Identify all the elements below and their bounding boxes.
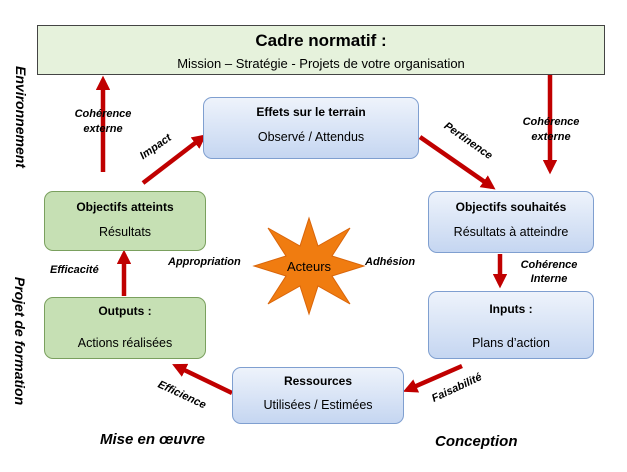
objectifs-atteints-title: Objectifs atteints <box>76 200 174 214</box>
coherence-interne-line2: Interne <box>530 273 568 285</box>
objectifs-atteints-box: Objectifs atteints Résultats <box>44 191 206 251</box>
arrow-faisabilite <box>403 363 463 393</box>
ressources-title: Ressources <box>283 374 353 388</box>
ressources-sub: Utilisées / Estimées <box>263 398 373 412</box>
conception-label: Conception <box>435 433 518 450</box>
coherence-externe-left-line2: externe <box>83 123 123 135</box>
objectifs-souhaites-box: Objectifs souhaités Résultats à atteindr… <box>428 191 594 253</box>
objectifs-souhaites-title: Objectifs souhaités <box>455 200 567 214</box>
cadre-normatif-subtitle: Mission – Stratégie - Projets de votre o… <box>177 56 465 71</box>
arrow-efficience <box>172 363 233 396</box>
outputs-box: Outputs : Actions réalisées <box>44 297 206 359</box>
ressources-box: Ressources Utilisées / Estimées <box>232 367 404 424</box>
arrow-impact <box>141 134 207 185</box>
projet-formation-label: Projet de formation <box>12 276 28 406</box>
inputs-title: Inputs : <box>489 302 533 316</box>
inputs-box: Inputs : Plans d’action <box>428 291 594 359</box>
environnement-label: Environnement <box>13 66 29 168</box>
adhesion-label: Adhésion <box>365 256 416 268</box>
efficacite-label: Efficacité <box>50 264 99 276</box>
coherence-externe-left-line1: Cohérence <box>74 108 132 120</box>
appropriation-label: Appropriation <box>168 256 241 268</box>
objectifs-souhaites-sub: Résultats à atteindre <box>453 225 569 239</box>
coherence-externe-right-line2: externe <box>531 131 571 143</box>
mise-en-oeuvre-label: Mise en œuvre <box>100 431 206 448</box>
arrow-pertinence <box>418 135 496 190</box>
acteurs-label: Acteurs <box>286 259 332 274</box>
effets-terrain-box: Effets sur le terrain Observé / Attendus <box>203 97 419 159</box>
cadre-normatif-title: Cadre normatif : <box>255 31 387 50</box>
coherence-externe-right-line1: Cohérence <box>522 116 580 128</box>
coherence-interne-line1: Cohérence <box>520 259 578 271</box>
effets-terrain-sub: Observé / Attendus <box>257 130 365 144</box>
objectifs-atteints-sub: Résultats <box>98 225 152 239</box>
outputs-sub: Actions réalisées <box>77 336 173 350</box>
acteurs-star-icon <box>252 216 366 316</box>
effets-terrain-title: Effets sur le terrain <box>256 105 366 119</box>
cadre-normatif-box: Cadre normatif : Mission – Stratégie - P… <box>37 25 605 75</box>
inputs-sub: Plans d’action <box>472 336 550 350</box>
outputs-title: Outputs : <box>98 304 152 318</box>
